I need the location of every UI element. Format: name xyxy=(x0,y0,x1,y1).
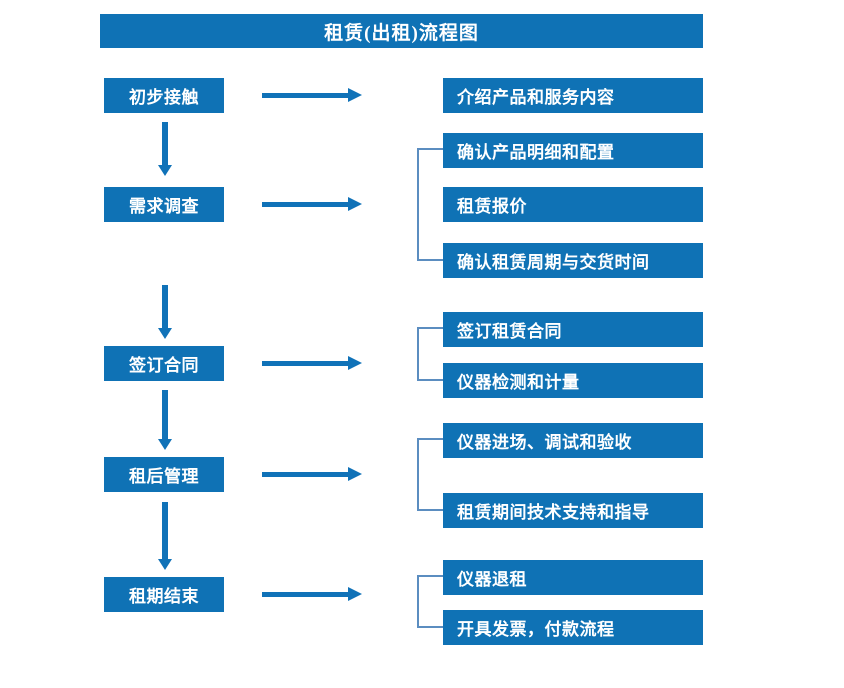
arrow-head-right-icon xyxy=(348,356,362,370)
stage-box-3[interactable]: 签订合同 xyxy=(104,346,224,381)
arrow-head-down-icon xyxy=(158,559,172,570)
bracket-group-3 xyxy=(417,327,443,381)
arrow-head-right-icon xyxy=(348,88,362,102)
arrow-shaft xyxy=(262,202,350,207)
bracket-group-2 xyxy=(417,148,443,261)
bracket-group-5 xyxy=(417,575,443,628)
stage-box-1[interactable]: 初步接触 xyxy=(104,78,224,113)
chart-title: 租赁(出租)流程图 xyxy=(100,14,703,48)
stage-box-2[interactable]: 需求调查 xyxy=(104,187,224,222)
arrow-shaft xyxy=(262,361,350,366)
arrow-shaft xyxy=(262,472,350,477)
detail-box-6[interactable]: 仪器检测和计量 xyxy=(443,363,703,398)
stage-box-5[interactable]: 租期结束 xyxy=(104,577,224,612)
horizontal-arrow-5 xyxy=(262,587,362,601)
detail-box-8[interactable]: 租赁期间技术支持和指导 xyxy=(443,493,703,528)
horizontal-arrow-2 xyxy=(262,197,362,211)
vertical-arrow-2 xyxy=(158,285,172,339)
arrow-head-down-icon xyxy=(158,165,172,176)
bracket-group-4 xyxy=(417,438,443,511)
horizontal-arrow-4 xyxy=(262,467,362,481)
detail-box-3[interactable]: 租赁报价 xyxy=(443,187,703,222)
arrow-head-right-icon xyxy=(348,197,362,211)
vertical-arrow-1 xyxy=(158,122,172,176)
arrow-shaft xyxy=(262,592,350,597)
stage-box-4[interactable]: 租后管理 xyxy=(104,457,224,492)
arrow-head-right-icon xyxy=(348,467,362,481)
arrow-shaft xyxy=(262,93,350,98)
detail-box-4[interactable]: 确认租赁周期与交货时间 xyxy=(443,243,703,278)
arrow-shaft xyxy=(162,390,168,439)
arrow-shaft xyxy=(162,502,168,559)
horizontal-arrow-3 xyxy=(262,356,362,370)
vertical-arrow-4 xyxy=(158,502,172,570)
arrow-shaft xyxy=(162,285,168,328)
detail-box-10[interactable]: 开具发票，付款流程 xyxy=(443,610,703,645)
arrow-shaft xyxy=(162,122,168,165)
detail-box-7[interactable]: 仪器进场、调试和验收 xyxy=(443,423,703,458)
arrow-head-down-icon xyxy=(158,328,172,339)
detail-box-2[interactable]: 确认产品明细和配置 xyxy=(443,133,703,168)
detail-box-5[interactable]: 签订租赁合同 xyxy=(443,312,703,347)
vertical-arrow-3 xyxy=(158,390,172,450)
horizontal-arrow-1 xyxy=(262,88,362,102)
arrow-head-right-icon xyxy=(348,587,362,601)
detail-box-1[interactable]: 介绍产品和服务内容 xyxy=(443,78,703,113)
detail-box-9[interactable]: 仪器退租 xyxy=(443,560,703,595)
arrow-head-down-icon xyxy=(158,439,172,450)
